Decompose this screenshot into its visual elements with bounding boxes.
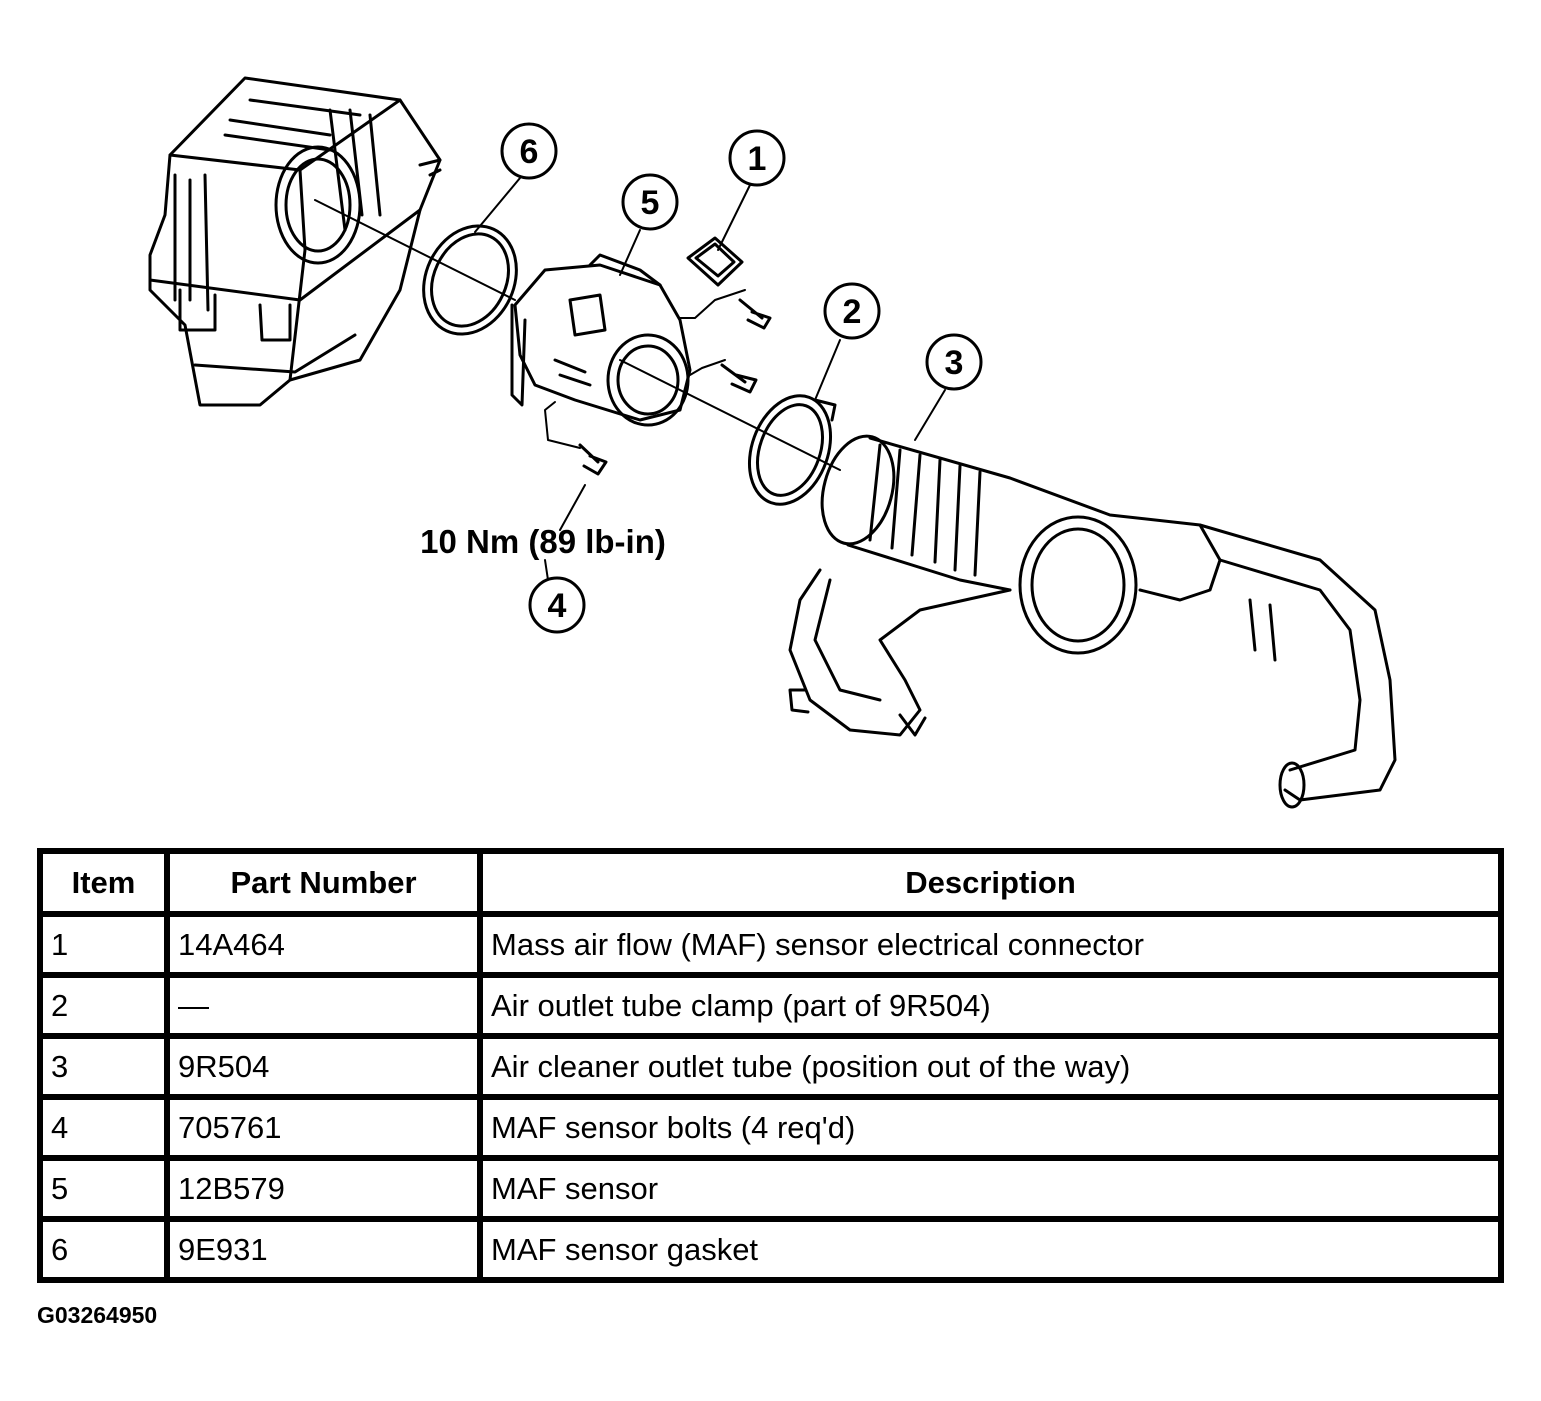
description-cell: Air cleaner outlet tube (position out of… bbox=[477, 1033, 1504, 1100]
item-cell: 2 bbox=[37, 972, 170, 1039]
description-cell: Mass air flow (MAF) sensor electrical co… bbox=[477, 911, 1504, 978]
item-cell: 6 bbox=[37, 1216, 170, 1283]
item-cell: 3 bbox=[37, 1033, 170, 1100]
description-cell: MAF sensor bolts (4 req'd) bbox=[477, 1094, 1504, 1161]
table-row: 1 14A464 Mass air flow (MAF) sensor elec… bbox=[37, 911, 1504, 978]
callout-3: 3 bbox=[925, 333, 983, 391]
callout-2: 2 bbox=[823, 282, 881, 340]
callout-5: 5 bbox=[621, 173, 679, 231]
svg-text:1: 1 bbox=[748, 140, 767, 178]
air-outlet-tube bbox=[788, 434, 1397, 809]
part-number-cell: 705761 bbox=[164, 1094, 483, 1161]
table-row: 2 — Air outlet tube clamp (part of 9R504… bbox=[37, 972, 1504, 1039]
callout-1: 1 bbox=[728, 129, 786, 187]
assembly-centerline bbox=[314, 199, 841, 471]
table-row: 6 9E931 MAF sensor gasket bbox=[37, 1216, 1504, 1283]
item-cell: 5 bbox=[37, 1155, 170, 1222]
part-number-cell: 9E931 bbox=[164, 1216, 483, 1283]
description-cell: Air outlet tube clamp (part of 9R504) bbox=[477, 972, 1504, 1039]
svg-text:4: 4 bbox=[548, 587, 567, 625]
column-header-item: Item bbox=[37, 848, 170, 917]
part-number-cell: 9R504 bbox=[164, 1033, 483, 1100]
svg-text:2: 2 bbox=[843, 293, 862, 331]
maf-connector bbox=[686, 236, 744, 287]
callout-4: 4 bbox=[528, 576, 586, 634]
svg-text:5: 5 bbox=[641, 184, 660, 222]
callout-6: 6 bbox=[500, 122, 558, 180]
tube-clamp bbox=[747, 394, 837, 506]
maf-sensor bbox=[510, 253, 692, 427]
column-header-part-number: Part Number bbox=[164, 848, 483, 917]
part-number-cell: — bbox=[164, 972, 483, 1039]
column-header-description: Description bbox=[477, 848, 1504, 917]
maf-bolts bbox=[578, 298, 772, 476]
part-number-cell: 12B579 bbox=[164, 1155, 483, 1222]
item-cell: 4 bbox=[37, 1094, 170, 1161]
description-cell: MAF sensor gasket bbox=[477, 1216, 1504, 1283]
table-row: 4 705761 MAF sensor bolts (4 req'd) bbox=[37, 1094, 1504, 1161]
maf-gasket bbox=[422, 224, 518, 336]
parts-table: Item Part Number Description 1 14A464 Ma… bbox=[37, 848, 1504, 1283]
svg-text:6: 6 bbox=[520, 133, 539, 171]
torque-spec-label: 10 Nm (89 lb-in) bbox=[420, 523, 666, 560]
exploded-diagram: 6 5 1 2 3 4 10 Nm (89 lb-in) bbox=[148, 76, 1397, 809]
leader-lines bbox=[474, 177, 946, 581]
air-cleaner-housing bbox=[148, 76, 442, 407]
description-cell: MAF sensor bbox=[477, 1155, 1504, 1222]
table-row: 3 9R504 Air cleaner outlet tube (positio… bbox=[37, 1033, 1504, 1100]
table-row: 5 12B579 MAF sensor bbox=[37, 1155, 1504, 1222]
item-cell: 1 bbox=[37, 911, 170, 978]
figure-id: G03264950 bbox=[37, 1302, 158, 1328]
table-header-row: Item Part Number Description bbox=[37, 848, 1504, 917]
part-number-cell: 14A464 bbox=[164, 911, 483, 978]
svg-text:3: 3 bbox=[945, 344, 964, 382]
